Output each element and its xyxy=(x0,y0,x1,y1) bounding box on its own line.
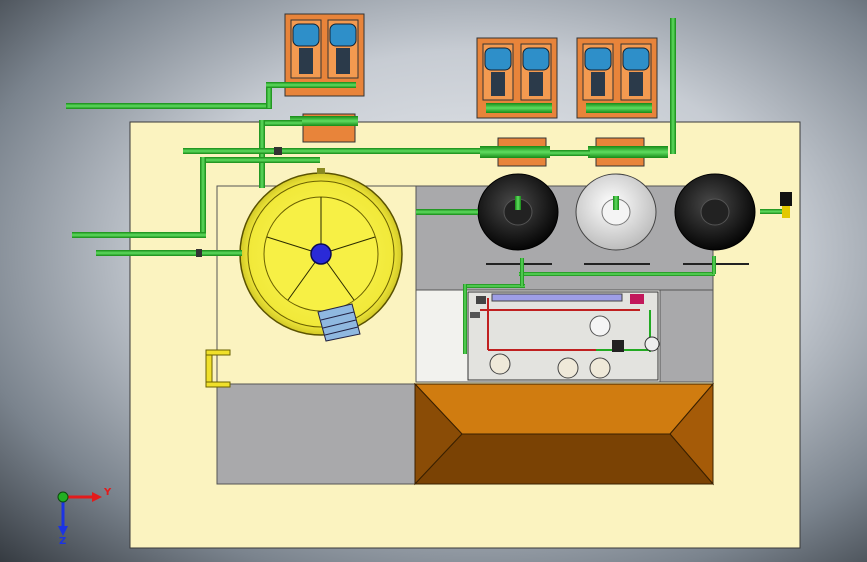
valve-marker xyxy=(196,249,202,257)
axis-y-label: Y xyxy=(103,487,112,498)
treatment-skid[interactable] xyxy=(415,289,661,383)
axis-z-label: Z xyxy=(59,536,66,547)
dosing-tank-2 xyxy=(557,357,579,379)
pipe-network[interactable] xyxy=(66,18,790,354)
ladder-icon[interactable] xyxy=(317,303,361,342)
yellow-vent-pipe xyxy=(205,349,231,388)
filter-drum-1[interactable] xyxy=(477,173,559,265)
lower-left-floor xyxy=(216,383,416,485)
membrane-housing xyxy=(491,293,623,302)
filter-drum-3[interactable] xyxy=(674,173,756,265)
coordinate-axis-triad-icon: Y Z xyxy=(57,487,112,547)
pressure-vessel xyxy=(589,315,611,337)
dosing-tank-3 xyxy=(589,357,611,379)
storage-tank[interactable] xyxy=(239,168,403,336)
tank-manhole xyxy=(310,243,332,265)
valve-icon[interactable] xyxy=(780,192,792,218)
hip-roof[interactable] xyxy=(413,382,715,486)
dosing-tank-1 xyxy=(489,353,511,375)
valve-marker xyxy=(274,147,282,155)
right-side-floor xyxy=(659,289,714,383)
